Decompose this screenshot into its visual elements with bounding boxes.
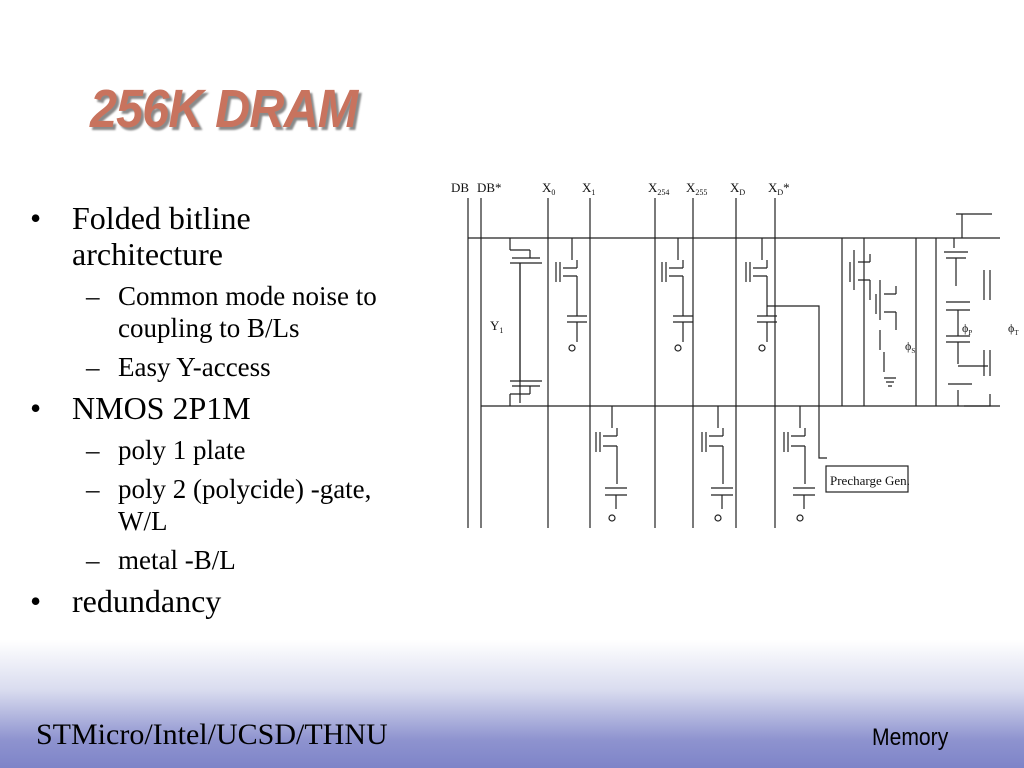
sub-bullet-y-access: – Easy Y-access — [30, 351, 450, 383]
label-y1: Y1 — [490, 318, 503, 335]
bullet-text: NMOS 2P1M — [72, 390, 251, 426]
sub-bullet-text: poly 2 (polycide) -gate, — [118, 474, 372, 504]
label-x0: X0 — [542, 180, 555, 197]
dash-marker: – — [86, 352, 100, 382]
dash-marker: – — [86, 281, 100, 311]
dash-marker: – — [86, 545, 100, 575]
label-x1: X1 — [582, 180, 595, 197]
bitlines — [468, 237, 1000, 407]
footer-topic: Memory — [872, 724, 949, 751]
sub-bullet-noise: – Common mode noise to coupling to B/Ls — [30, 280, 450, 344]
dash-marker: – — [86, 474, 100, 504]
sub-bullet-text-cont: coupling to B/Ls — [118, 313, 300, 343]
vertical-lines — [467, 198, 776, 528]
sub-bullet-text: Easy Y-access — [118, 352, 271, 382]
sub-bullet-poly1: – poly 1 plate — [30, 434, 450, 466]
label-x255: X255 — [686, 180, 707, 197]
lower-memory-cells — [595, 406, 815, 522]
bullet-text: redundancy — [72, 583, 222, 619]
dash-marker: – — [86, 435, 100, 465]
bullet-text: Folded bitline — [72, 200, 251, 236]
footer-source: STMicro/Intel/UCSD/THNU — [36, 718, 388, 751]
label-phi-p: ϕP — [962, 321, 972, 337]
sense-amplifier — [841, 213, 992, 407]
bullet-marker: • — [30, 390, 42, 426]
bullet-nmos: • NMOS 2P1M — [30, 390, 450, 426]
label-phi-s: ϕS — [905, 339, 915, 355]
sub-bullet-text: Common mode noise to — [118, 281, 377, 311]
bullet-text-cont: architecture — [72, 236, 223, 272]
sub-bullet-text: metal -B/L — [118, 545, 236, 575]
bullet-redundancy: • redundancy — [30, 583, 450, 619]
y-select-transistors — [509, 238, 542, 406]
label-db-star: DB* — [477, 180, 502, 195]
bullet-marker: • — [30, 200, 42, 236]
sub-bullet-text-cont: W/L — [118, 506, 168, 536]
label-x254: X254 — [648, 180, 669, 197]
label-phi-t: ϕT — [1008, 321, 1019, 337]
label-xd-star: XD* — [768, 180, 790, 197]
label-xd: XD — [730, 180, 745, 197]
bullet-list: • Folded bitline architecture – Common m… — [30, 200, 450, 627]
dram-circuit-diagram: DB DB* X0 X1 X254 X255 XD XD* Y1 ϕS ϕP ϕ… — [451, 180, 1019, 528]
sub-bullet-text: poly 1 plate — [118, 435, 246, 465]
column-labels: DB DB* X0 X1 X254 X255 XD XD* Y1 ϕS ϕP ϕ… — [451, 180, 1019, 355]
sub-bullet-metal: – metal -B/L — [30, 544, 450, 576]
slide-title: 256K DRAM — [90, 79, 358, 139]
label-db: DB — [451, 180, 469, 195]
upper-memory-cells — [555, 238, 777, 352]
bullet-folded-bitline: • Folded bitline architecture — [30, 200, 450, 272]
bullet-marker: • — [30, 583, 42, 619]
dummy-path: Precharge Gen. — [767, 305, 910, 493]
sub-bullet-poly2: – poly 2 (polycide) -gate, W/L — [30, 473, 450, 537]
precharge-gen-label: Precharge Gen. — [830, 473, 910, 488]
